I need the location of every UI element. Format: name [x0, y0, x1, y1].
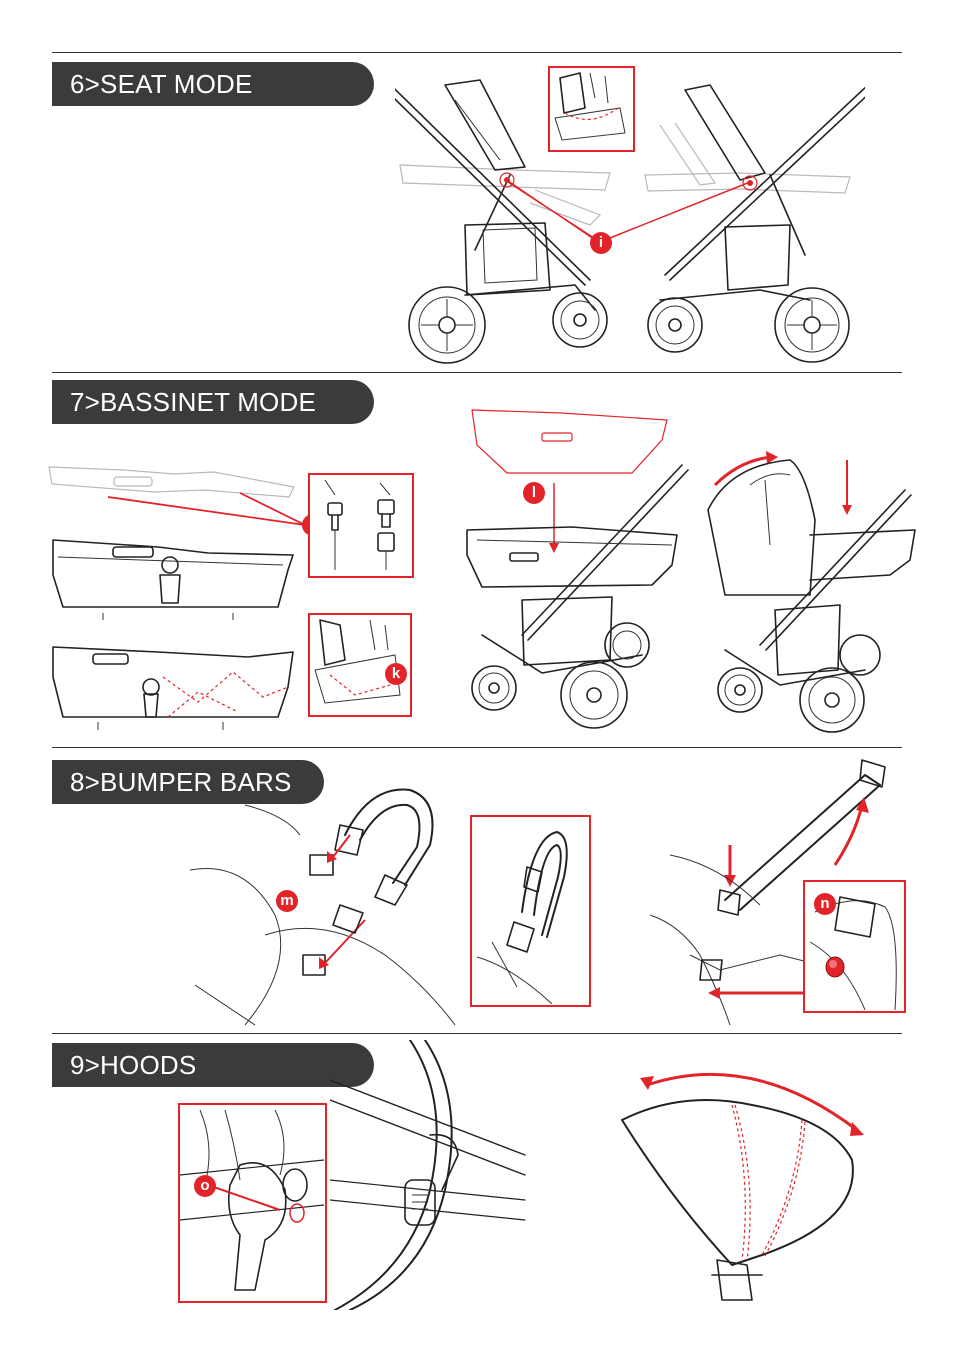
detail-frame-hood-clip: [178, 1103, 327, 1303]
section-divider: [52, 52, 902, 53]
bassinet-illustration-bottom: [48, 632, 298, 732]
callout-i: i: [590, 232, 612, 254]
bumper-bar-remove-illustration: [640, 755, 900, 1030]
bassinet-illustration-top: [48, 535, 298, 620]
stroller-seat-mode-right-illustration: [640, 55, 865, 365]
hood-frame-attach-illustration: [330, 1040, 530, 1310]
bassinet-frame-ghost-illustration: [44, 462, 304, 507]
section-header-seat-mode: 6>SEAT MODE: [52, 62, 374, 106]
hood-open-illustration: [612, 1060, 867, 1310]
detail-frame-seat-latch: [548, 66, 635, 152]
callout-m: m: [276, 890, 298, 912]
section-divider: [52, 372, 902, 373]
section-divider: [52, 747, 902, 748]
bumper-bar-attach-illustration: [185, 775, 465, 1030]
callout-l: l: [523, 482, 545, 504]
detail-frame-bumper-bar-end: [470, 815, 591, 1007]
callout-i-leaders: [500, 170, 760, 260]
callout-n: n: [814, 893, 836, 915]
stroller-bassinet-hood-illustration: [700, 445, 920, 735]
stroller-bassinet-install-illustration: [462, 405, 692, 730]
callout-j-leaders: [100, 485, 320, 530]
section-header-bassinet-mode: 7>BASSINET MODE: [52, 380, 374, 424]
section-header-bumper-bars: 8>BUMPER BARS: [52, 760, 324, 804]
section-divider: [52, 1033, 902, 1034]
section-header-hoods: 9>HOODS: [52, 1043, 374, 1087]
callout-k: k: [385, 663, 407, 685]
detail-frame-buckles: [308, 473, 414, 578]
callout-o: o: [194, 1175, 216, 1197]
